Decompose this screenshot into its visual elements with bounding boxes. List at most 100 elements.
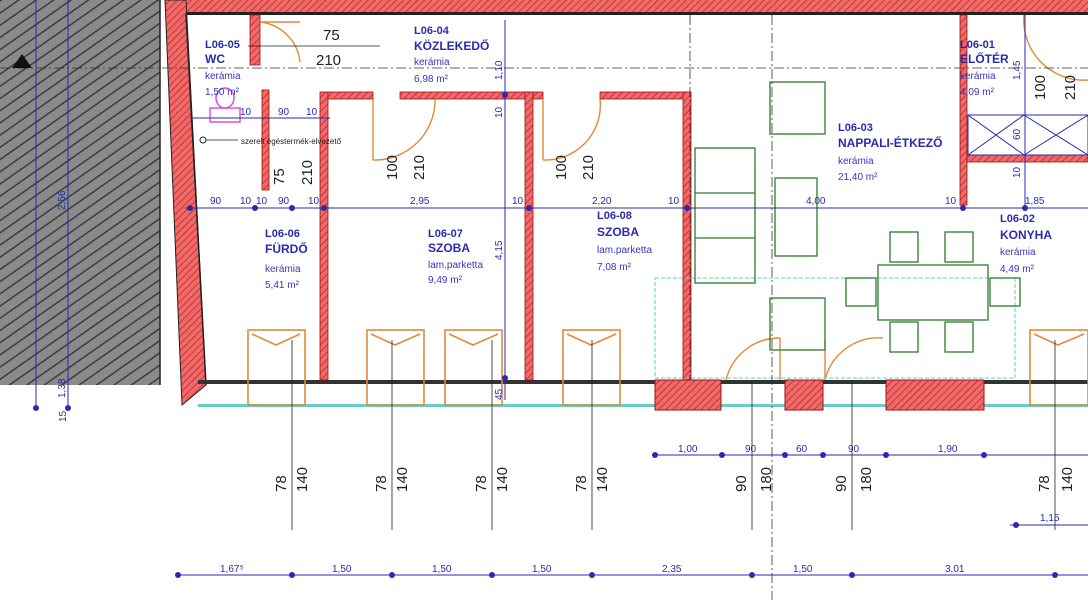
svg-text:L06-01: L06-01 xyxy=(960,39,995,51)
svg-text:10: 10 xyxy=(945,196,957,207)
interior-walls xyxy=(249,14,1088,381)
svg-text:kerámia: kerámia xyxy=(838,156,874,167)
svg-text:90: 90 xyxy=(278,196,290,207)
svg-text:140: 140 xyxy=(594,467,611,492)
room-label-living: L06-03 NAPPALI-ÉTKEZŐ kerámia 21,40 m² xyxy=(838,122,942,183)
window-dimension-lines xyxy=(248,45,1056,530)
side-dimension-labels: 2,56 1,38 15 4,15 45 10 10 60 xyxy=(57,106,1023,422)
svg-text:180: 180 xyxy=(758,467,775,492)
svg-text:KONYHA: KONYHA xyxy=(1000,228,1052,242)
svg-text:1,38: 1,38 xyxy=(57,378,68,398)
svg-text:10: 10 xyxy=(494,106,505,118)
svg-text:1,10: 1,10 xyxy=(494,60,505,80)
svg-text:10: 10 xyxy=(668,196,680,207)
dimension-lines xyxy=(35,0,1088,576)
svg-text:lam.parketta: lam.parketta xyxy=(597,245,652,256)
svg-text:10: 10 xyxy=(308,196,320,207)
svg-text:4,49 m²: 4,49 m² xyxy=(1000,264,1035,275)
doors xyxy=(259,14,1088,381)
svg-text:ELŐTÉR: ELŐTÉR xyxy=(960,51,1009,66)
room-label-room1: L06-07 SZOBA lam.parketta 9,49 m² xyxy=(428,228,483,286)
svg-text:180: 180 xyxy=(858,467,875,492)
svg-text:kerámia: kerámia xyxy=(960,71,996,82)
svg-text:210: 210 xyxy=(580,155,597,180)
svg-text:1,50 m²: 1,50 m² xyxy=(205,87,240,98)
svg-text:75: 75 xyxy=(271,168,288,185)
room-label-wc: L06-05 WC kerámia 1,50 m² xyxy=(205,39,241,98)
svg-text:15: 15 xyxy=(58,410,69,422)
svg-text:60: 60 xyxy=(796,444,808,455)
svg-text:100: 100 xyxy=(553,155,570,180)
neighbour-wall-hatch xyxy=(0,0,161,385)
windows xyxy=(247,329,1088,406)
room-label-entry: L06-01 ELŐTÉR kerámia 4,09 m² xyxy=(960,39,1009,98)
svg-text:L06-04: L06-04 xyxy=(414,25,450,37)
svg-text:10: 10 xyxy=(512,196,524,207)
svg-text:4,09 m²: 4,09 m² xyxy=(960,87,995,98)
svg-text:45: 45 xyxy=(494,388,505,400)
svg-text:9,49 m²: 9,49 m² xyxy=(428,275,463,286)
svg-text:60: 60 xyxy=(1012,128,1023,140)
mid-dimension-labels: 90 10 10 90 10 2,95 10 2,20 10 4,00 10 1… xyxy=(210,196,1045,207)
svg-text:1,45: 1,45 xyxy=(1012,60,1023,80)
axis-lines xyxy=(0,15,1088,600)
svg-text:10: 10 xyxy=(1012,166,1023,178)
furniture xyxy=(694,81,1021,353)
svg-text:140: 140 xyxy=(494,467,511,492)
svg-text:L06-02: L06-02 xyxy=(1000,213,1035,225)
svg-text:L06-08: L06-08 xyxy=(597,210,632,222)
svg-text:10: 10 xyxy=(306,107,318,118)
svg-text:90: 90 xyxy=(833,475,850,492)
svg-text:210: 210 xyxy=(1062,75,1079,100)
svg-text:2,95: 2,95 xyxy=(410,196,430,207)
svg-text:2,20: 2,20 xyxy=(592,196,612,207)
chimney-note: szerelt égéstermék-elvezető xyxy=(241,137,342,146)
svg-text:1,67⁵: 1,67⁵ xyxy=(220,564,244,575)
outer-walls xyxy=(164,0,1088,411)
svg-text:5,41 m²: 5,41 m² xyxy=(265,280,300,291)
svg-text:1,50: 1,50 xyxy=(332,564,352,575)
svg-text:SZOBA: SZOBA xyxy=(597,225,639,239)
svg-text:6,98 m²: 6,98 m² xyxy=(414,74,449,85)
svg-text:10: 10 xyxy=(256,196,268,207)
svg-text:140: 140 xyxy=(294,467,311,492)
svg-text:L06-03: L06-03 xyxy=(838,122,873,134)
svg-text:78: 78 xyxy=(573,475,590,492)
svg-text:210: 210 xyxy=(299,160,316,185)
door-dimension-labels: 75 210 75 210 100 210 100 210 100 210 1,… xyxy=(271,27,1079,185)
svg-text:10: 10 xyxy=(240,196,252,207)
svg-text:NAPPALI-ÉTKEZŐ: NAPPALI-ÉTKEZŐ xyxy=(838,135,942,150)
svg-text:WC: WC xyxy=(205,52,225,66)
svg-text:1,15: 1,15 xyxy=(1040,513,1060,524)
svg-text:1,85: 1,85 xyxy=(1025,196,1045,207)
svg-text:kerámia: kerámia xyxy=(265,264,301,275)
entry-wardrobe xyxy=(967,114,1088,156)
svg-text:1,00: 1,00 xyxy=(678,444,698,455)
section-arrow-icon xyxy=(12,54,32,68)
svg-text:lam.parketta: lam.parketta xyxy=(428,260,483,271)
svg-text:78: 78 xyxy=(1036,475,1053,492)
svg-text:kerámia: kerámia xyxy=(1000,247,1036,258)
svg-text:1,50: 1,50 xyxy=(532,564,552,575)
room-label-kitchen: L06-02 KONYHA kerámia 4,49 m² xyxy=(1000,213,1052,275)
svg-text:L06-07: L06-07 xyxy=(428,228,463,240)
bottom-dimension-labels: 1,67⁵ 1,50 1,50 1,50 2,35 1,50 3,01 xyxy=(220,564,965,575)
svg-text:210: 210 xyxy=(316,52,341,69)
svg-text:1,50: 1,50 xyxy=(793,564,813,575)
svg-text:1,50: 1,50 xyxy=(432,564,452,575)
dimension-ticks xyxy=(33,92,1058,578)
svg-text:90: 90 xyxy=(745,444,757,455)
svg-text:SZOBA: SZOBA xyxy=(428,241,470,255)
svg-text:90: 90 xyxy=(733,475,750,492)
svg-text:FÜRDŐ: FÜRDŐ xyxy=(265,241,308,256)
svg-text:kerámia: kerámia xyxy=(414,57,450,68)
svg-text:100: 100 xyxy=(1032,75,1049,100)
svg-text:3,01: 3,01 xyxy=(945,564,965,575)
svg-text:4,15: 4,15 xyxy=(494,240,505,260)
svg-text:75: 75 xyxy=(323,27,340,44)
svg-text:1,90: 1,90 xyxy=(938,444,958,455)
svg-text:90: 90 xyxy=(278,107,290,118)
toilet-icon xyxy=(209,87,241,123)
window-dimension-labels: 78 140 78 140 78 140 78 140 90 180 90 18… xyxy=(273,467,1076,492)
svg-text:21,40 m²: 21,40 m² xyxy=(838,172,878,183)
